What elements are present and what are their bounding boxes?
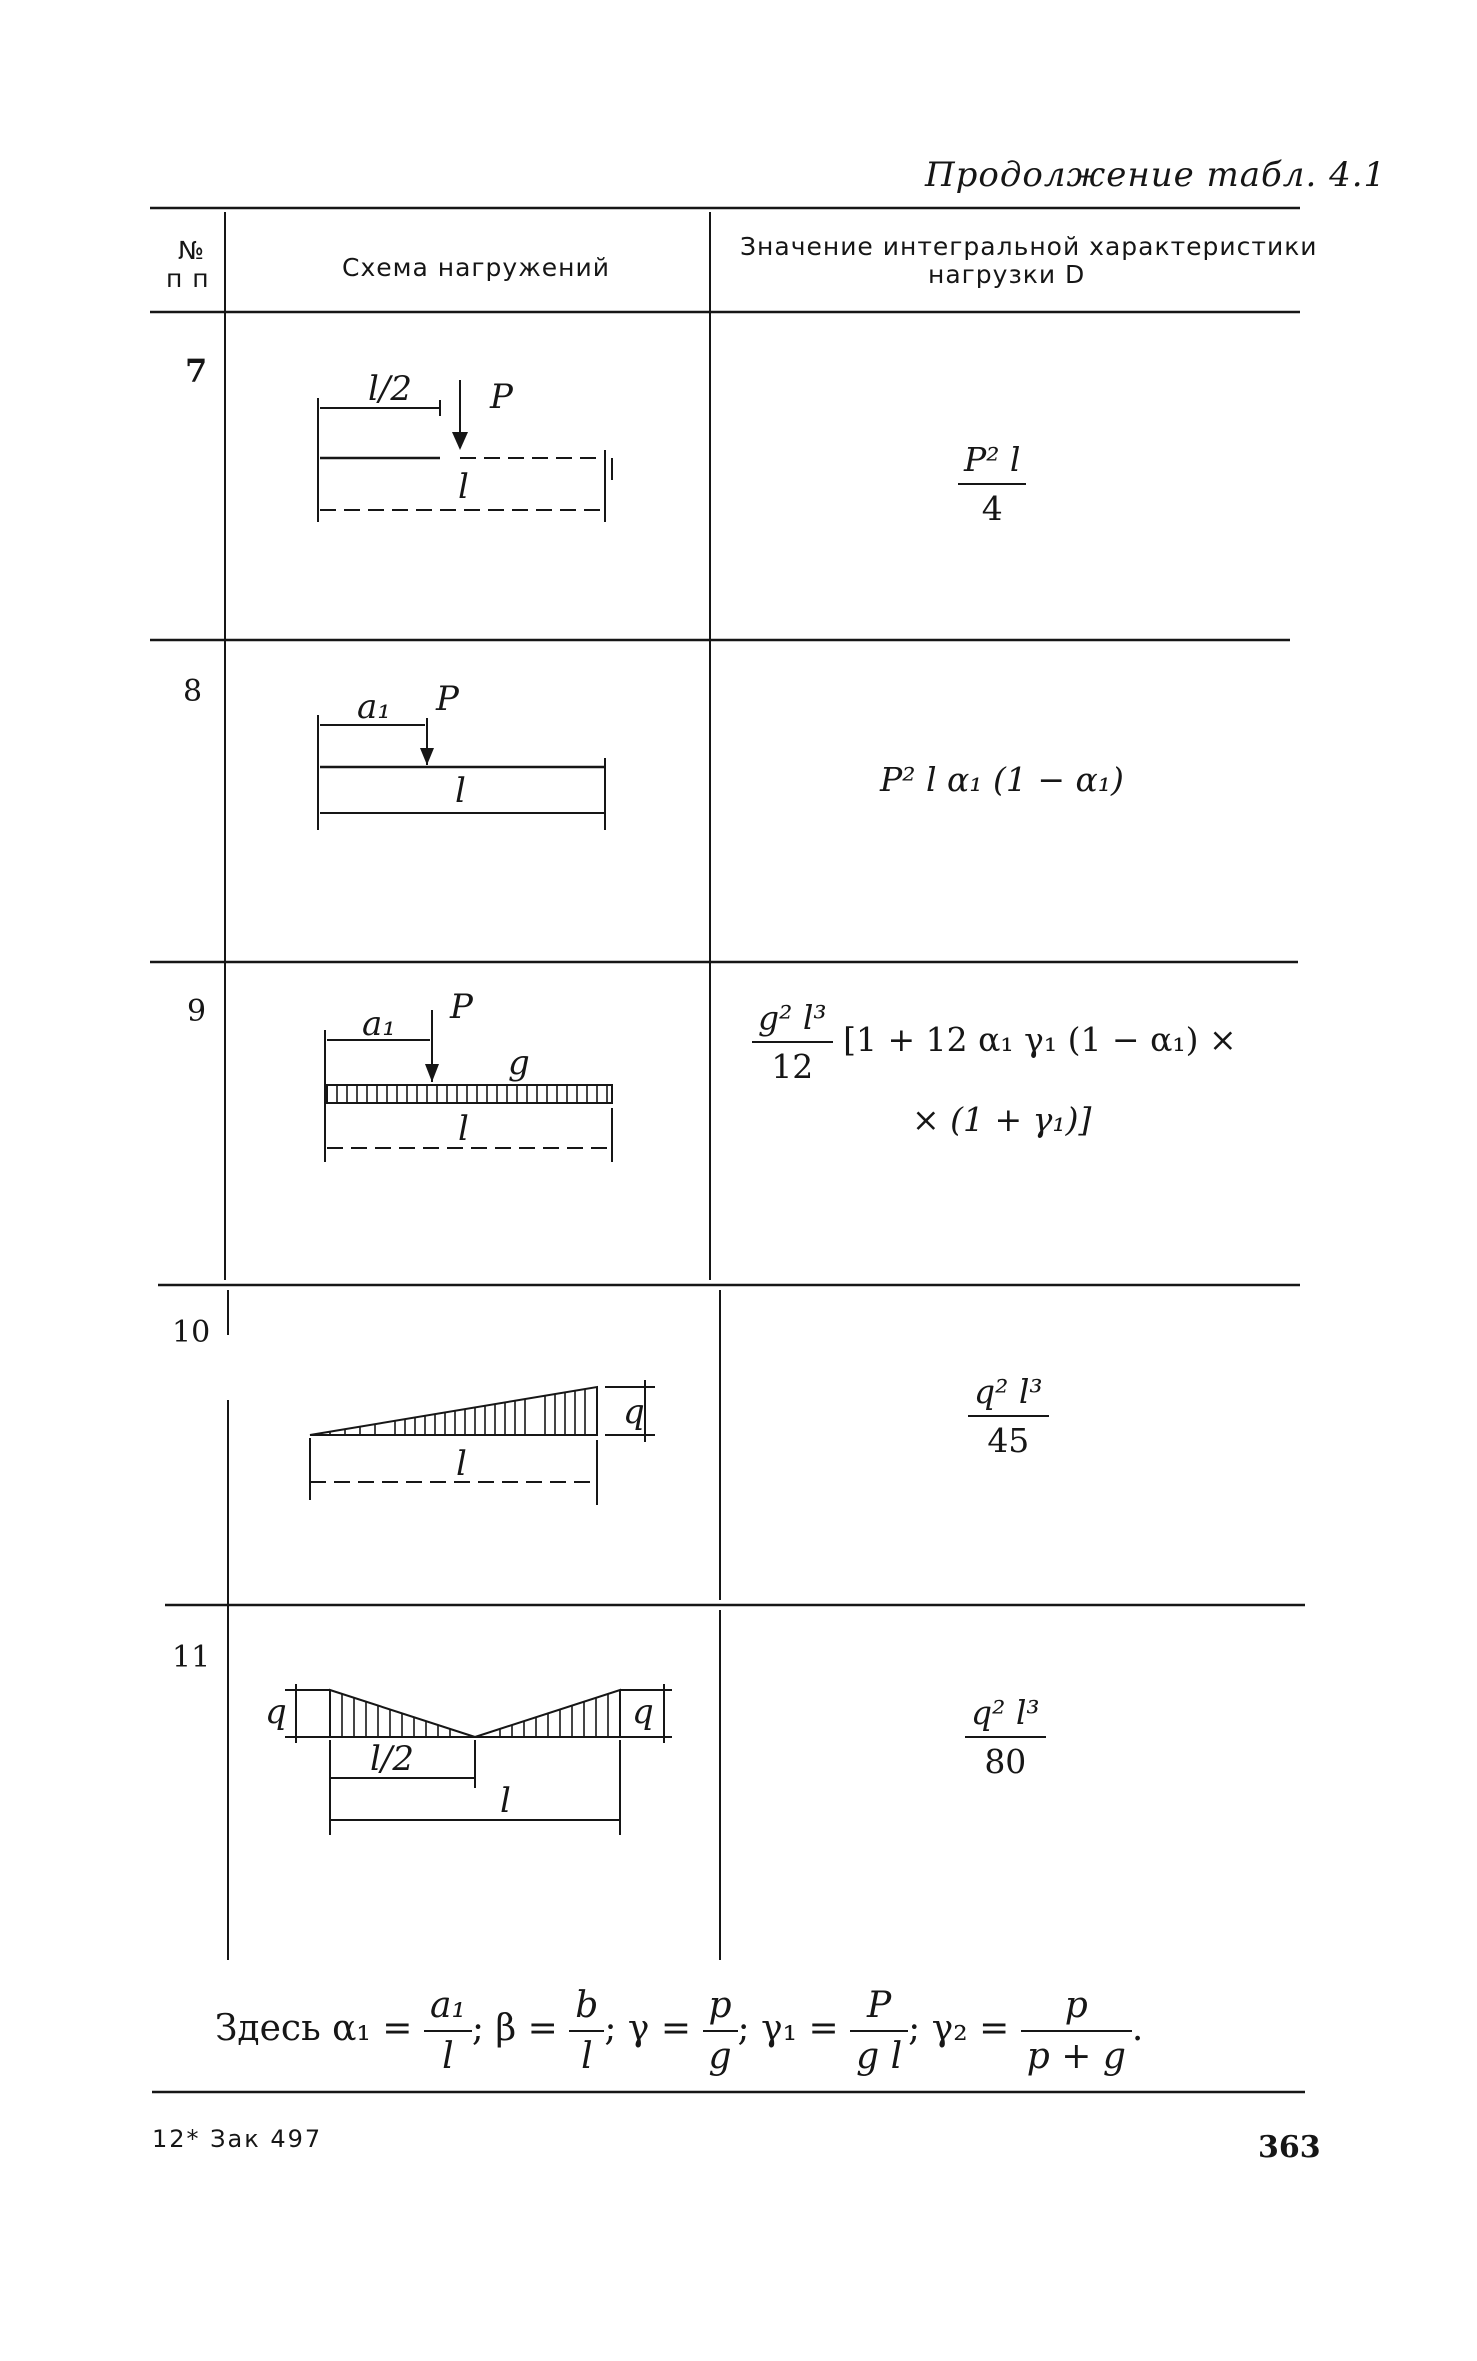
header-num-label: п п [166, 264, 210, 293]
def-gamma2-lhs: γ₂ = [931, 2008, 1010, 2049]
label-half-span: l/2 [370, 1739, 414, 1779]
label-span: l [455, 771, 466, 811]
def-gamma2-den: p + g [1020, 2030, 1132, 2077]
label-load-P: P [489, 377, 514, 417]
def-gamma-lhs: γ = [627, 2008, 692, 2049]
formula-row-9-line1: g² l³ 12 [1 + 12 α₁ γ₁ (1 − α₁) × [752, 998, 1237, 1086]
print-mark: 12* Зак 497 [152, 2125, 323, 2153]
header-scheme: Схема нагружений [342, 253, 610, 282]
row-number-7: 7 [185, 352, 208, 390]
def-beta-num: b [575, 1985, 599, 2026]
def-gamma1-den: g l [850, 2030, 909, 2077]
footnote-lead: Здесь [215, 2008, 321, 2049]
diagram-row-11 [285, 1684, 672, 1835]
def-alpha1-lhs: α₁ = [332, 2008, 413, 2049]
def-alpha1-den: l [423, 2030, 472, 2077]
label-dist-g: g [508, 1043, 530, 1083]
formula-row-11: q² l³ 80 [965, 1693, 1046, 1781]
def-gamma-num: p [708, 1985, 732, 2026]
def-gamma-den: g [702, 2030, 738, 2077]
formula-denominator: 45 [968, 1415, 1049, 1460]
row-number-9: 9 [187, 994, 207, 1029]
formula-denominator: 12 [752, 1041, 833, 1086]
diagram-row-9 [324, 1010, 613, 1162]
diagram-row-8 [317, 715, 606, 830]
formula-row-8: P² l α₁ (1 − α₁) [880, 760, 1124, 799]
formula-numerator: q² l³ [974, 1372, 1043, 1411]
def-gamma2-num: p [1064, 1985, 1088, 2026]
formula-denominator: 4 [958, 483, 1027, 528]
formula-denominator: 80 [965, 1736, 1046, 1781]
row-number-10: 10 [172, 1315, 211, 1350]
label-span: l [500, 1781, 511, 1821]
label-load-P: P [435, 679, 460, 719]
formula-p-squared: P² [880, 760, 916, 799]
label-half-span: l/2 [368, 369, 412, 409]
row-number-11: 11 [172, 1640, 211, 1675]
formula-row-9-line2: × (1 + γ₁)] [912, 1100, 1092, 1139]
label-q-right: q [632, 1692, 654, 1732]
page-number: 363 [1258, 2130, 1321, 2165]
row-number-8: 8 [183, 674, 203, 709]
diagram-row-7 [317, 380, 613, 522]
formula-numerator: g² l³ [758, 998, 827, 1037]
table-caption: Продолжение табл. 4.1 [925, 155, 1387, 195]
def-beta-lhs: β = [495, 2008, 558, 2049]
label-q: q [623, 1392, 645, 1432]
def-gamma1-lhs: γ₁ = [761, 2008, 839, 2049]
header-value-line1: Значение интегральной характеристики [740, 232, 1318, 261]
label-q-left: q [265, 1692, 287, 1732]
label-span: l [458, 467, 469, 507]
def-gamma1-num: P [867, 1985, 892, 2026]
header-value-line2: нагрузки D [928, 260, 1086, 289]
label-a1: a₁ [362, 1004, 396, 1044]
diagram-row-10 [309, 1380, 655, 1505]
header-num-symbol: № [178, 236, 206, 265]
label-a1: a₁ [357, 687, 391, 727]
def-beta-den: l [569, 2030, 605, 2077]
label-span: l [458, 1109, 469, 1149]
formula-rest: l α₁ (1 − α₁) [925, 760, 1124, 799]
formula-row-7: P² l 4 [958, 440, 1027, 528]
formula-row-10: q² l³ 45 [968, 1372, 1049, 1460]
formula-bracket-line1: [1 + 12 α₁ γ₁ (1 − α₁) × [843, 1020, 1237, 1059]
label-load-P: P [449, 987, 474, 1027]
def-alpha1-num: a₁ [429, 1985, 466, 2026]
formula-numerator: P² l [964, 440, 1021, 479]
formula-numerator: q² l³ [971, 1693, 1040, 1732]
label-span: l [456, 1444, 467, 1484]
